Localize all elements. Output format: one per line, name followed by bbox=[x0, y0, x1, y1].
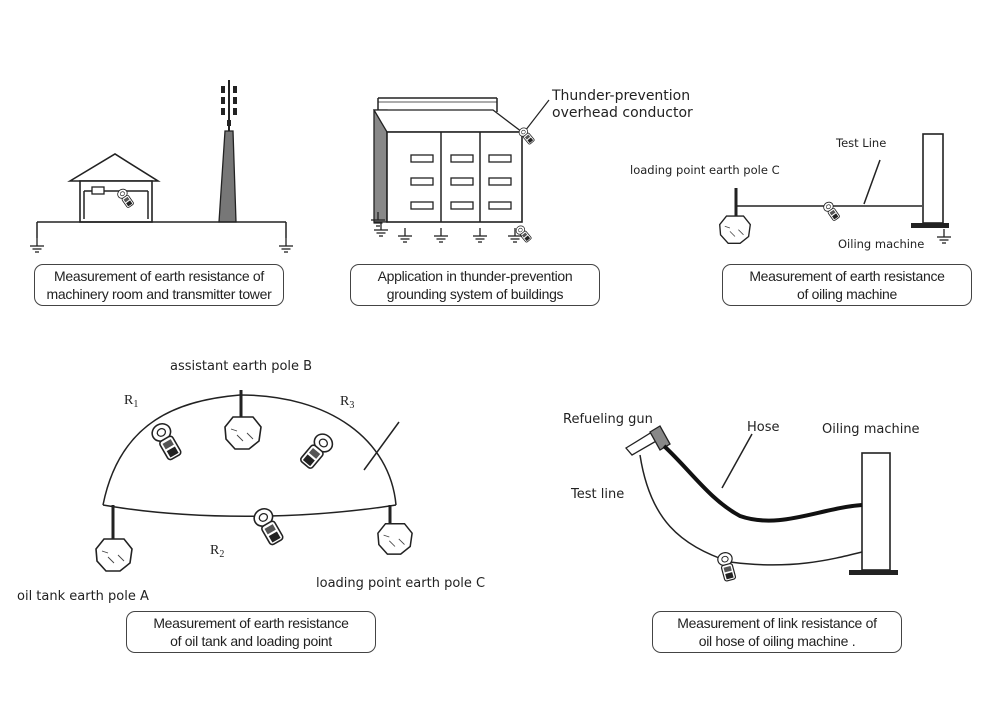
oiling-machine-base bbox=[849, 570, 898, 575]
caption-line: Application in thunder-prevention bbox=[377, 268, 573, 284]
label-thunder-2: overhead conductor bbox=[552, 105, 693, 121]
label-pole-b: assistant earth pole B bbox=[170, 359, 312, 374]
caption-line: of oil tank and loading point bbox=[170, 633, 332, 649]
label-thunder-1: Thunder-prevention bbox=[551, 88, 690, 104]
caption-building: Application in thunder-prevention ground… bbox=[350, 264, 600, 306]
label-test-line: Test Line bbox=[835, 136, 886, 150]
refueling-gun-handle bbox=[649, 425, 671, 451]
label-oiling-machine: Oiling machine bbox=[822, 422, 920, 437]
ground-symbol-icon bbox=[936, 228, 952, 244]
caption-line: of oiling machine bbox=[797, 286, 897, 302]
caption-line: Measurement of earth resistance bbox=[749, 268, 945, 284]
clamp-meter-icon bbox=[148, 419, 185, 463]
panel-machinery bbox=[29, 80, 294, 253]
oiling-machine-base bbox=[911, 223, 949, 228]
hose-line bbox=[662, 444, 863, 523]
clamp-meter-icon bbox=[821, 199, 842, 223]
panel-oil-tank: assistant earth pole B R1 R2 R3 oil tank… bbox=[17, 359, 485, 604]
oiling-machine-body bbox=[861, 452, 891, 571]
transmitter-tower-icon bbox=[218, 80, 237, 223]
leader-line bbox=[721, 433, 753, 489]
label-pole-c: loading point earth pole C bbox=[630, 163, 780, 177]
label-r1: R1 bbox=[124, 393, 138, 410]
wire-extension bbox=[363, 421, 400, 471]
earth-pole-icon bbox=[95, 538, 133, 572]
leader-line bbox=[863, 159, 881, 205]
clamp-meter-icon bbox=[250, 504, 287, 548]
caption-machinery: Measurement of earth resistance of machi… bbox=[34, 264, 284, 306]
caption-line: Measurement of link resistance of bbox=[677, 615, 877, 631]
caption-line: Measurement of earth resistance of bbox=[53, 268, 265, 284]
ground-line bbox=[36, 221, 287, 238]
caption-line: grounding system of buildings bbox=[386, 286, 564, 302]
caption-oil-tank: Measurement of earth resistance of oil t… bbox=[126, 611, 376, 653]
caption-line: oil hose of oiling machine . bbox=[698, 633, 856, 649]
label-r2: R2 bbox=[210, 543, 224, 560]
label-pole-a: oil tank earth pole A bbox=[17, 589, 149, 604]
earth-pole-icon bbox=[377, 522, 413, 555]
caption-line: machinery room and transmitter tower bbox=[46, 286, 272, 302]
panel-building: Thunder-prevention overhead conductor bbox=[370, 88, 693, 244]
caption-oiling: Measurement of earth resistance of oilin… bbox=[722, 264, 972, 306]
earth-pole-icon bbox=[719, 215, 751, 244]
clamp-meter-icon bbox=[715, 550, 739, 583]
ground-symbol-icon bbox=[29, 237, 45, 253]
panel-oiling: Test Line loading point earth pole C Oil… bbox=[630, 133, 952, 251]
oiling-machine-body bbox=[922, 133, 944, 224]
ground-symbol-icon bbox=[472, 227, 488, 243]
wire-r2 bbox=[102, 504, 397, 517]
label-test-line: Test line bbox=[570, 487, 624, 502]
panel-hose: Refueling gun Hose Oiling machine Test l… bbox=[563, 412, 920, 583]
label-hose: Hose bbox=[747, 420, 780, 435]
machine-room-house bbox=[67, 153, 161, 223]
earth-pole-icon bbox=[224, 416, 262, 450]
wire-r3 bbox=[239, 394, 397, 506]
building-icon bbox=[372, 97, 524, 223]
ground-symbol-icon bbox=[433, 227, 449, 243]
label-oiling-machine: Oiling machine bbox=[838, 237, 924, 251]
label-pole-c: loading point earth pole C bbox=[316, 576, 485, 591]
clamp-meter-icon bbox=[297, 429, 337, 472]
ground-symbol-icon bbox=[278, 237, 294, 253]
clamp-meter-icon bbox=[513, 223, 533, 244]
ground-symbol-icon bbox=[397, 227, 413, 243]
leader-line bbox=[524, 99, 550, 132]
wire-r1 bbox=[102, 394, 241, 506]
caption-hose: Measurement of link resistance of oil ho… bbox=[652, 611, 902, 653]
label-refueling-gun: Refueling gun bbox=[563, 412, 653, 427]
caption-line: Measurement of earth resistance bbox=[153, 615, 349, 631]
label-r3: R3 bbox=[340, 394, 354, 411]
ground-symbol-icon bbox=[373, 221, 389, 237]
